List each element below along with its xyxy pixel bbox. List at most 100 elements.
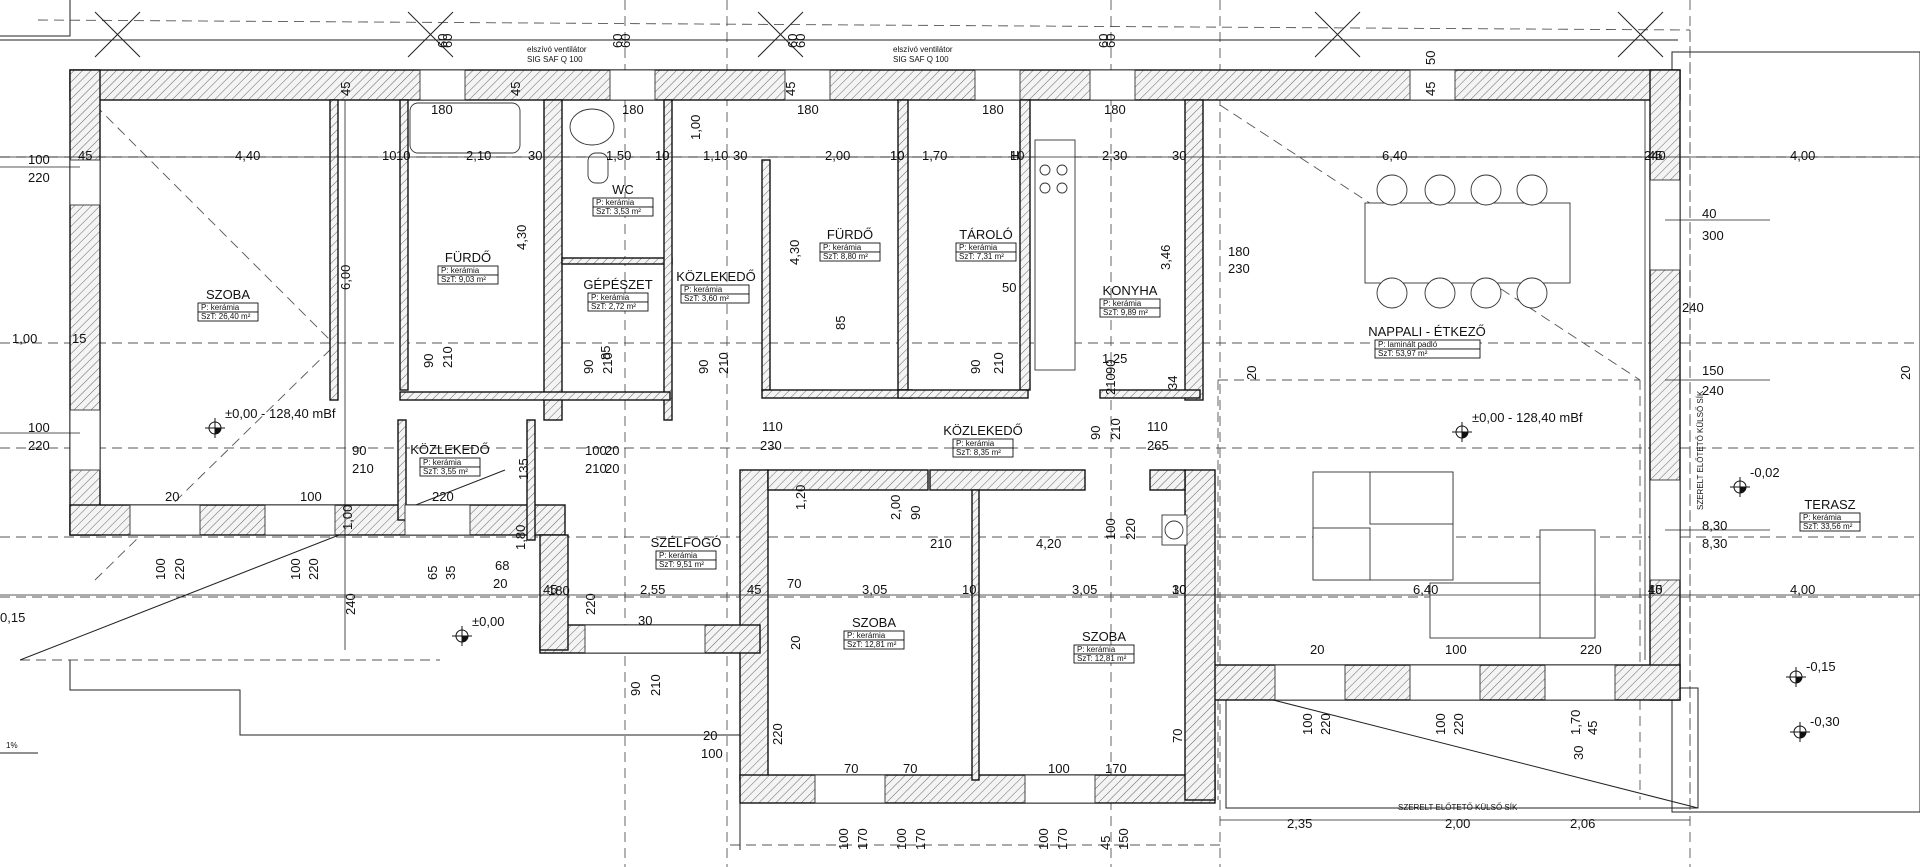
dimension-label: 300 bbox=[1702, 228, 1724, 243]
room-szelfogo: SZÉLFOGÓ P: kerámia SzT: 9,51 m² bbox=[651, 535, 722, 570]
dimension-label: 210 bbox=[648, 674, 663, 696]
room-area: SzT: 9,03 m² bbox=[441, 275, 486, 284]
room-labels: SZOBA P: kerámia SzT: 26,40 m² FÜRDŐ P: … bbox=[197, 182, 1861, 664]
dimension-label: 210 bbox=[352, 461, 374, 476]
room-area: SzT: 12,81 m² bbox=[847, 640, 897, 649]
dimension-label: 1,25 bbox=[1102, 351, 1127, 366]
dimension-label: 60 bbox=[610, 34, 625, 48]
dimension-label: 10 bbox=[382, 148, 396, 163]
room-name: KONYHA bbox=[1103, 283, 1158, 298]
dimension-label: 220 bbox=[770, 723, 785, 745]
dimension-label: 45 bbox=[1423, 82, 1438, 96]
dimension-label: 40 bbox=[1702, 206, 1716, 221]
dimension-label: H bbox=[1010, 148, 1019, 163]
dimension-label: 240 bbox=[1702, 383, 1724, 398]
dimension-label: 45 bbox=[543, 582, 557, 597]
dimension-label: 180 bbox=[1228, 244, 1250, 259]
dimension-label: 45 bbox=[747, 582, 761, 597]
dimension-label: 35 bbox=[443, 566, 458, 580]
dimension-label: 240 bbox=[1644, 148, 1666, 163]
level-text: ±0,00 bbox=[472, 614, 504, 629]
dimension-label: 100 bbox=[1300, 713, 1315, 735]
room-tarolo: TÁROLÓ P: kerámia SzT: 7,31 m² bbox=[955, 227, 1017, 262]
dimension-label: 100 bbox=[836, 828, 851, 850]
level-marker-3: ±0,00 bbox=[452, 614, 504, 646]
room-floor: P: kerámia bbox=[823, 243, 862, 252]
dimension-label: 85 bbox=[598, 346, 613, 360]
room-name: TÁROLÓ bbox=[959, 227, 1012, 242]
dining-chairs bbox=[1376, 174, 1548, 309]
vent-note-1b: SIG SAF Q 100 bbox=[527, 55, 583, 64]
dimension-label: 1,70 bbox=[922, 148, 947, 163]
room-wc: WC P: kerámia SzT: 3,53 m² bbox=[592, 182, 654, 217]
dimension-label: 45 bbox=[78, 148, 92, 163]
dimension-label: 10 bbox=[890, 148, 904, 163]
room-area: SzT: 3,53 m² bbox=[596, 207, 641, 216]
dimension-label: 30 bbox=[1172, 148, 1186, 163]
dimension-label: 2,00 bbox=[1445, 816, 1470, 831]
dimension-label: 50 bbox=[1002, 280, 1016, 295]
dimension-label: 100 bbox=[701, 746, 723, 761]
dimension-label: 100 bbox=[1036, 828, 1051, 850]
room-area: SzT: 9,51 m² bbox=[659, 560, 704, 569]
level-text: -0,15 bbox=[1806, 659, 1836, 674]
dimension-label: 210 bbox=[600, 352, 615, 374]
dimension-label: 10 bbox=[1172, 582, 1186, 597]
dimension-label: 65 bbox=[425, 566, 440, 580]
dimension-label: 68 bbox=[495, 558, 509, 573]
room-area: SzT: 9,89 m² bbox=[1103, 308, 1148, 317]
room-name: TERASZ bbox=[1804, 497, 1855, 512]
dimension-label: 20 bbox=[605, 443, 619, 458]
level-text: -0,30 bbox=[1810, 714, 1840, 729]
dimension-label: 100 bbox=[1445, 642, 1467, 657]
room-name: KÖZLEKEDŐ bbox=[943, 423, 1022, 438]
dimension-label: 170 bbox=[1105, 761, 1127, 776]
dimension-label: 150 bbox=[1116, 828, 1131, 850]
dimension-label: 60 bbox=[435, 34, 450, 48]
dimension-label: 90 bbox=[421, 354, 436, 368]
room-szoba-2: SZOBA P: kerámia SzT: 12,81 m² bbox=[843, 615, 905, 650]
canopy-side-note: SZERELT ELŐTETŐ KÜLSŐ SÍK bbox=[1696, 390, 1705, 510]
dimension-label: 10 bbox=[962, 582, 976, 597]
dimension-label: 220 bbox=[1123, 518, 1138, 540]
dimension-label: 2,30 bbox=[1102, 148, 1127, 163]
dimension-label: 20 bbox=[1244, 366, 1259, 380]
room-kozlekedo-3: KÖZLEKEDŐ P: kerámia SzT: 8,35 m² bbox=[943, 423, 1023, 458]
dimension-label: 4,40 bbox=[235, 148, 260, 163]
level-text: -0,02 bbox=[1750, 465, 1780, 480]
dimension-label: 220 bbox=[583, 593, 598, 615]
vent-note-2b: SIG SAF Q 100 bbox=[893, 55, 949, 64]
dimension-label: 3,05 bbox=[1072, 582, 1097, 597]
dimension-label: 4,30 bbox=[514, 225, 529, 250]
vent-note-1: elszívó ventilátor bbox=[527, 45, 587, 54]
room-floor: P: kerámia bbox=[956, 439, 995, 448]
room-floor: P: kerámia bbox=[847, 631, 886, 640]
room-gepeszet: GÉPÉSZET P: kerámia SzT: 2,72 m² bbox=[583, 277, 653, 312]
dimension-label: 3,46 bbox=[1158, 245, 1173, 270]
notes: elszívó ventilátor SIG SAF Q 100 elszívó… bbox=[0, 45, 1705, 812]
room-floor: P: laminált padló bbox=[1378, 340, 1438, 349]
dimension-label: 180 bbox=[622, 102, 644, 117]
dimension-lines bbox=[0, 100, 1920, 821]
dimension-label: 20 bbox=[605, 461, 619, 476]
room-area: SzT: 26,40 m² bbox=[201, 312, 251, 321]
room-name: GÉPÉSZET bbox=[583, 277, 652, 292]
dimension-label: 220 bbox=[172, 558, 187, 580]
dimension-label: 60 bbox=[785, 34, 800, 48]
dimension-label: 30 bbox=[528, 148, 542, 163]
dimension-label: 2,55 bbox=[640, 582, 665, 597]
room-area: SzT: 53,97 m² bbox=[1378, 349, 1428, 358]
windows bbox=[69, 69, 1681, 804]
room-area: SzT: 2,72 m² bbox=[591, 302, 636, 311]
dimension-label: 220 bbox=[1318, 713, 1333, 735]
dimension-label: 90 bbox=[1088, 426, 1103, 440]
dimension-label: 1,70 bbox=[1568, 710, 1583, 735]
level-markers: ±0,00 - 128,40 mBf ±0,00 - 128,40 mBf ±0… bbox=[205, 406, 1840, 742]
dimension-label: 170 bbox=[913, 828, 928, 850]
dimension-label: 6,40 bbox=[1382, 148, 1407, 163]
dimension-label: 60 bbox=[1096, 34, 1111, 48]
dimension-label: 100 bbox=[300, 489, 322, 504]
dimension-label: 230 bbox=[1228, 261, 1250, 276]
room-name: SZÉLFOGÓ bbox=[651, 535, 722, 550]
